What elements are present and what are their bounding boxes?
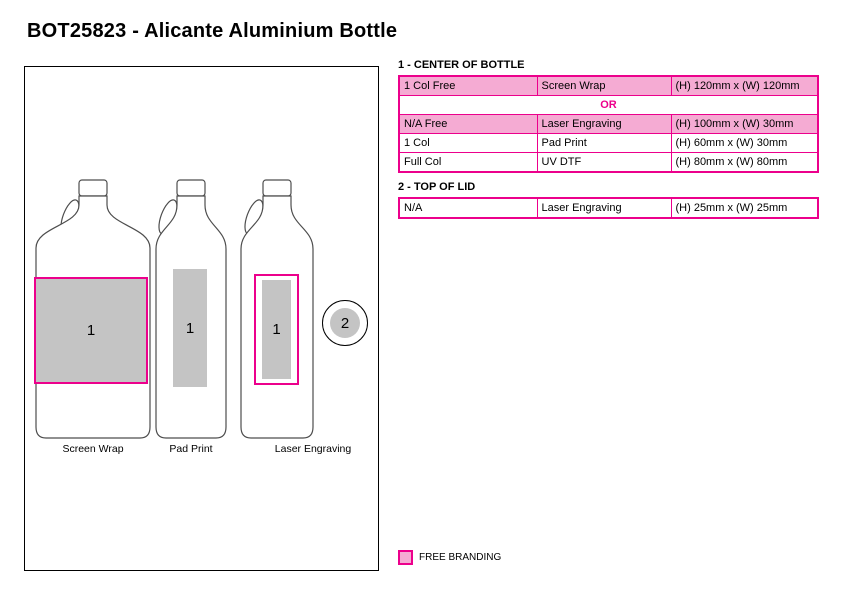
center-of-bottle-table: 1 Col Free Screen Wrap (H) 120mm x (W) 1… [398, 75, 819, 173]
or-label: OR [398, 95, 819, 115]
table-cell: (H) 60mm x (W) 30mm [670, 133, 819, 153]
lid-print-area: 2 [330, 308, 360, 338]
table-cell: Pad Print [536, 133, 672, 153]
table-cell: UV DTF [536, 152, 672, 173]
section-heading-top-of-lid: 2 - TOP OF LID [398, 181, 476, 193]
table-row: N/A Laser Engraving (H) 25mm x (W) 25mm [398, 197, 819, 219]
table-row: 1 Col Free Screen Wrap (H) 120mm x (W) 1… [398, 75, 819, 96]
section-heading-center-of-bottle: 1 - CENTER OF BOTTLE [398, 59, 525, 71]
table-cell: (H) 120mm x (W) 120mm [670, 75, 819, 96]
table-cell: Laser Engraving [536, 114, 672, 134]
print-area-marker: 1 [86, 322, 96, 339]
caption-pad-print: Pad Print [169, 443, 213, 455]
caption-screen-wrap: Screen Wrap [62, 443, 124, 455]
caption-laser-engraving: Laser Engraving [274, 443, 352, 455]
page-title: BOT25823 - Alicante Aluminium Bottle [27, 20, 398, 42]
table-cell: 1 Col [398, 133, 538, 153]
bottle-cap [176, 179, 206, 197]
table-cell: (H) 100mm x (W) 30mm [670, 114, 819, 134]
print-area-screen-wrap: 1 [34, 277, 148, 384]
table-cell: N/A [398, 197, 538, 219]
bottle-cap [262, 179, 292, 197]
table-cell: N/A Free [398, 114, 538, 134]
legend-label: FREE BRANDING [419, 552, 502, 563]
or-divider-row: OR [398, 95, 819, 115]
print-area-marker: 1 [272, 321, 281, 338]
print-area-laser-engraving: 1 [254, 274, 299, 385]
laser-engraving-sample: 1 [262, 280, 291, 379]
table-row: Full Col UV DTF (H) 80mm x (W) 80mm [398, 152, 819, 173]
table-cell: (H) 25mm x (W) 25mm [670, 197, 819, 219]
free-branding-swatch [398, 550, 413, 565]
top-of-lid-table: N/A Laser Engraving (H) 25mm x (W) 25mm [398, 197, 819, 219]
legend: FREE BRANDING [398, 550, 501, 565]
bottle-cap [78, 179, 108, 197]
branding-options-panel: 1 - CENTER OF BOTTLE 1 Col Free Screen W… [398, 59, 819, 219]
table-cell: Screen Wrap [536, 75, 672, 96]
table-cell: Laser Engraving [536, 197, 672, 219]
print-area-marker: 2 [340, 314, 350, 332]
table-cell: (H) 80mm x (W) 80mm [670, 152, 819, 173]
table-row: 1 Col Pad Print (H) 60mm x (W) 30mm [398, 133, 819, 153]
table-cell: Full Col [398, 152, 538, 173]
print-area-pad-print: 1 [173, 269, 207, 387]
table-cell: 1 Col Free [398, 75, 538, 96]
table-row: N/A Free Laser Engraving (H) 100mm x (W)… [398, 114, 819, 134]
product-diagram: 1 1 1 2 Screen Wrap Pad Print Laser Engr… [24, 66, 379, 571]
lid-top-view: 2 [322, 300, 368, 346]
print-area-marker: 1 [185, 319, 195, 337]
